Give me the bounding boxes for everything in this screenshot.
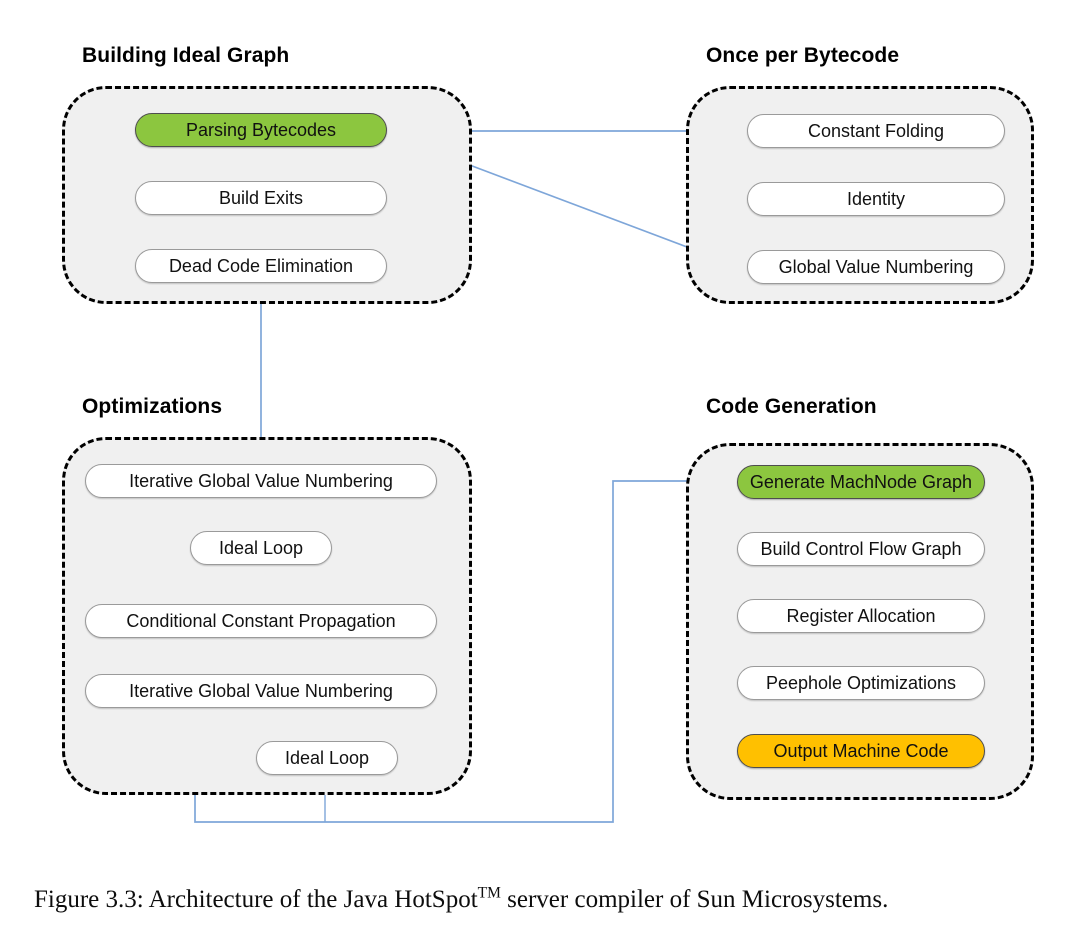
node-iterative-gvn-2[interactable]: Iterative Global Value Numbering: [85, 674, 437, 708]
node-label: Register Allocation: [786, 605, 936, 626]
node-label: Ideal Loop: [284, 747, 370, 768]
node-label: Global Value Numbering: [778, 256, 974, 277]
node-output-machine-code[interactable]: Output Machine Code: [737, 734, 985, 768]
node-label: Build Exits: [218, 187, 304, 208]
node-build-control-flow-graph[interactable]: Build Control Flow Graph: [737, 532, 985, 566]
node-dead-code-elimination[interactable]: Dead Code Elimination: [135, 249, 387, 283]
node-iterative-gvn-1[interactable]: Iterative Global Value Numbering: [85, 464, 437, 498]
caption-trademark: TM: [477, 884, 501, 902]
node-conditional-constant-propagation[interactable]: Conditional Constant Propagation: [85, 604, 437, 638]
group-title-optimizations: Optimizations: [82, 395, 223, 418]
caption-prefix: Figure 3.3: Architecture of the Java Hot…: [34, 886, 478, 913]
group-title-building-ideal-graph: Building Ideal Graph: [82, 44, 290, 67]
node-label: Parsing Bytecodes: [185, 119, 337, 140]
node-ideal-loop-2[interactable]: Ideal Loop: [256, 741, 398, 775]
node-label: Peephole Optimizations: [765, 672, 957, 693]
caption-suffix: server compiler of Sun Microsystems.: [500, 886, 889, 913]
node-label: Conditional Constant Propagation: [126, 610, 396, 631]
node-label: Iterative Global Value Numbering: [129, 680, 393, 701]
node-ideal-loop-1[interactable]: Ideal Loop: [190, 531, 332, 565]
node-register-allocation[interactable]: Register Allocation: [737, 599, 985, 633]
node-global-value-numbering[interactable]: Global Value Numbering: [747, 250, 1005, 284]
group-title-code-generation: Code Generation: [706, 395, 877, 418]
node-label: Output Machine Code: [773, 740, 949, 761]
node-label: Build Control Flow Graph: [760, 538, 962, 559]
node-label: Generate MachNode Graph: [749, 471, 973, 492]
node-generate-machnode-graph[interactable]: Generate MachNode Graph: [737, 465, 985, 499]
figure-caption: Figure 3.3: Architecture of the Java Hot…: [34, 884, 1054, 914]
node-label: Constant Folding: [807, 120, 945, 141]
node-label: Ideal Loop: [218, 537, 304, 558]
group-title-once-per-bytecode: Once per Bytecode: [706, 44, 900, 67]
node-parsing-bytecodes[interactable]: Parsing Bytecodes: [135, 113, 387, 147]
node-build-exits[interactable]: Build Exits: [135, 181, 387, 215]
node-label: Dead Code Elimination: [168, 255, 354, 276]
node-label: Iterative Global Value Numbering: [129, 470, 393, 491]
node-constant-folding[interactable]: Constant Folding: [747, 114, 1005, 148]
node-identity[interactable]: Identity: [747, 182, 1005, 216]
node-label: Identity: [846, 188, 906, 209]
node-peephole-optimizations[interactable]: Peephole Optimizations: [737, 666, 985, 700]
